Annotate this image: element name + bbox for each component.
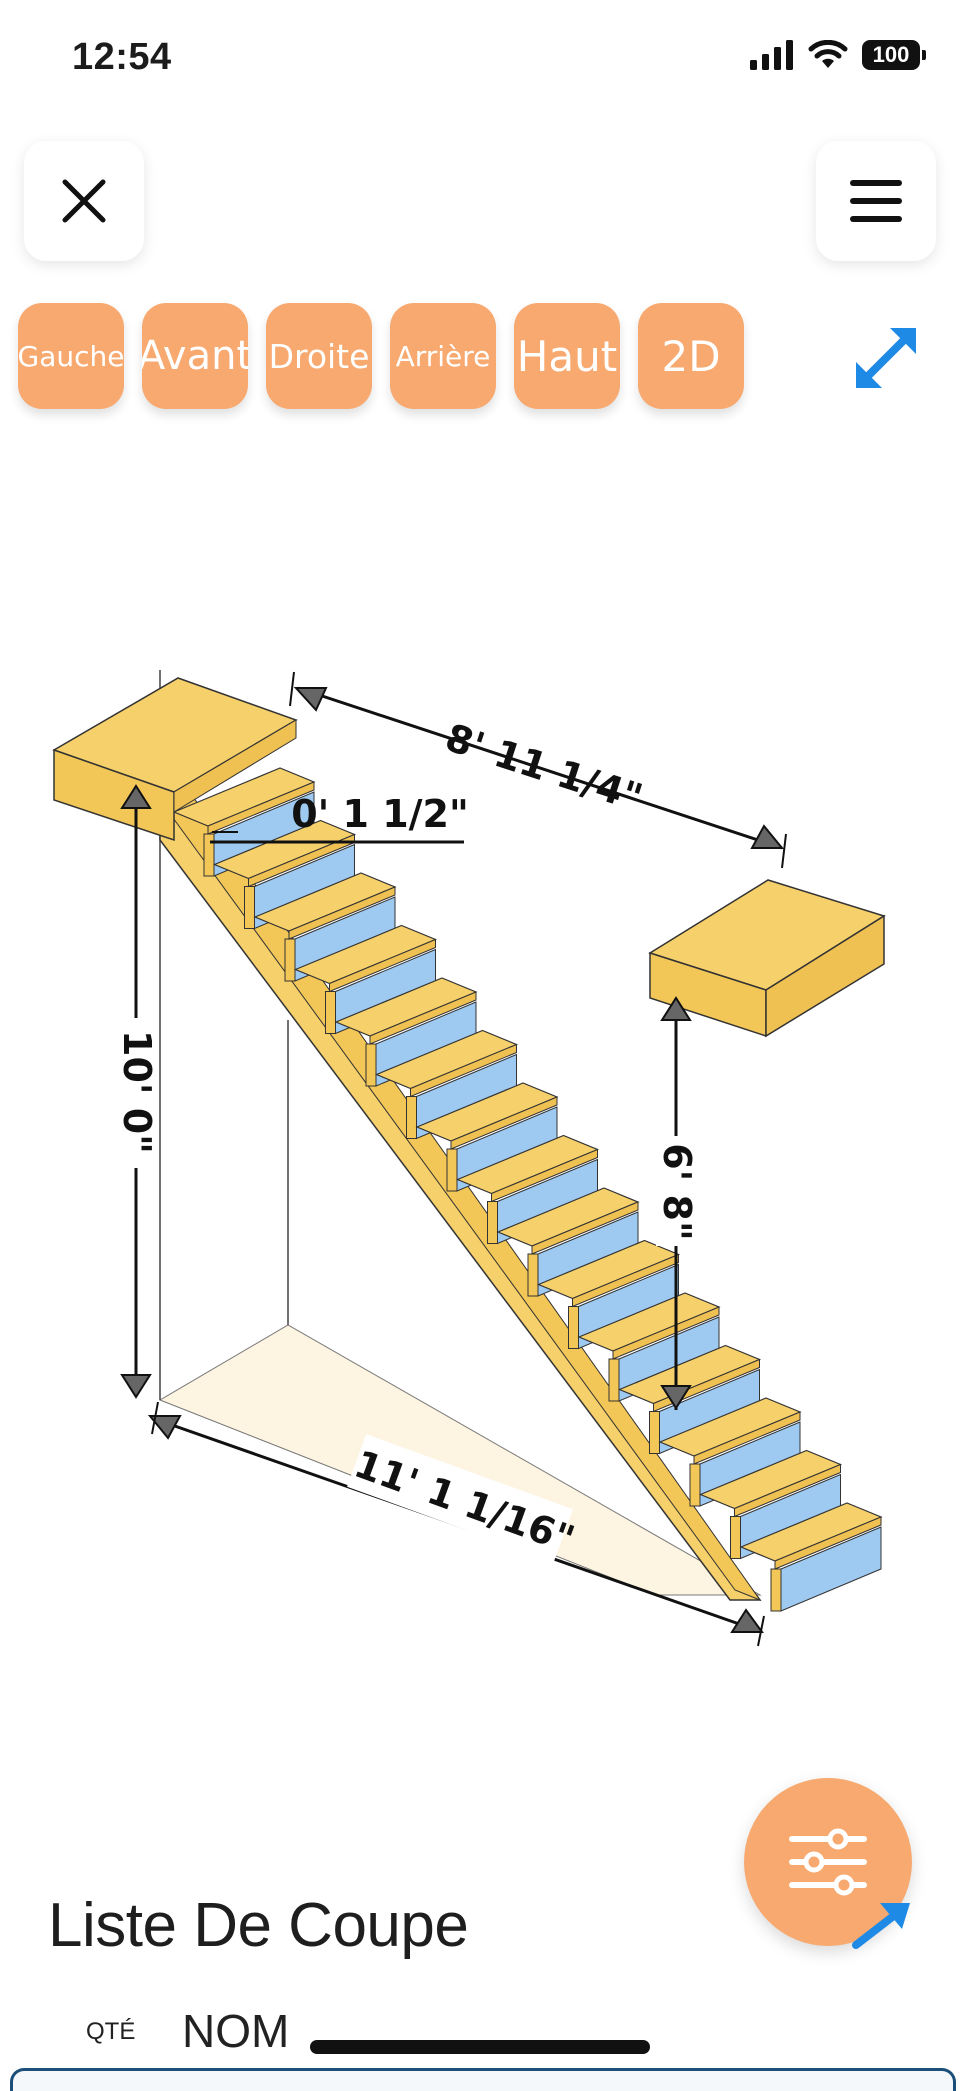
dimension-nosing-label: 0' 1 1/2" bbox=[291, 792, 469, 836]
dimension-run: 8' 11 1/4" bbox=[289, 671, 787, 869]
wifi-icon bbox=[808, 40, 848, 68]
battery-indicator: 100 bbox=[862, 40, 926, 70]
stair-step bbox=[374, 1029, 519, 1140]
view-tab-2d[interactable]: 2D bbox=[638, 303, 744, 409]
menu-button[interactable] bbox=[816, 141, 936, 261]
stair-steps bbox=[172, 767, 883, 1612]
dimension-total-rise: 10' 0" bbox=[115, 784, 159, 1399]
view-tab-droite[interactable]: Droite bbox=[266, 303, 372, 409]
stair-step bbox=[334, 977, 478, 1087]
column-header-qty: QTÉ bbox=[86, 2018, 136, 2045]
close-icon bbox=[62, 179, 106, 223]
upper-floor-block bbox=[648, 879, 886, 1038]
stair-step bbox=[293, 924, 438, 1035]
status-time: 12:54 bbox=[72, 36, 172, 78]
dimension-total-rise-label: 10' 0" bbox=[115, 1030, 159, 1154]
dimension-headroom: 6' 8" bbox=[655, 996, 699, 1410]
status-icons: 100 bbox=[750, 40, 926, 70]
view-tab-haut[interactable]: Haut bbox=[514, 303, 620, 409]
cut-list-title: Liste De Coupe bbox=[48, 1891, 469, 1960]
stair-step bbox=[172, 767, 316, 877]
hamburger-menu-icon bbox=[850, 180, 902, 222]
stair-step bbox=[455, 1134, 600, 1245]
sliders-settings-icon bbox=[789, 1828, 867, 1896]
close-button[interactable] bbox=[24, 141, 144, 261]
signal-icon bbox=[750, 40, 793, 70]
dimension-nosing: 0' 1 1/2" bbox=[210, 792, 469, 844]
view-tab-gauche[interactable]: Gauche bbox=[18, 303, 124, 409]
cut-list-table-edge bbox=[10, 2068, 956, 2091]
home-indicator bbox=[310, 2040, 650, 2054]
stair-drawing: 8' 11 1/4" 0' 1 1/2" 10' 0" 6' 8" 11' 1 … bbox=[52, 670, 886, 1647]
view-tab-avant[interactable]: Avant bbox=[142, 303, 248, 409]
partial-expand-icon bbox=[852, 1903, 910, 1949]
expand-diagonal-icon[interactable] bbox=[846, 318, 926, 398]
view-tab-arrière[interactable]: Arrière bbox=[390, 303, 496, 409]
top-landing bbox=[52, 677, 298, 842]
status-bar: 12:54 100 bbox=[0, 0, 960, 120]
stair-step bbox=[739, 1502, 883, 1612]
column-header-name: NOM bbox=[182, 2005, 290, 2057]
settings-fab[interactable] bbox=[744, 1778, 912, 1946]
dimension-run-label: 8' 11 1/4" bbox=[440, 715, 648, 820]
dimension-headroom-label: 6' 8" bbox=[655, 1143, 699, 1241]
